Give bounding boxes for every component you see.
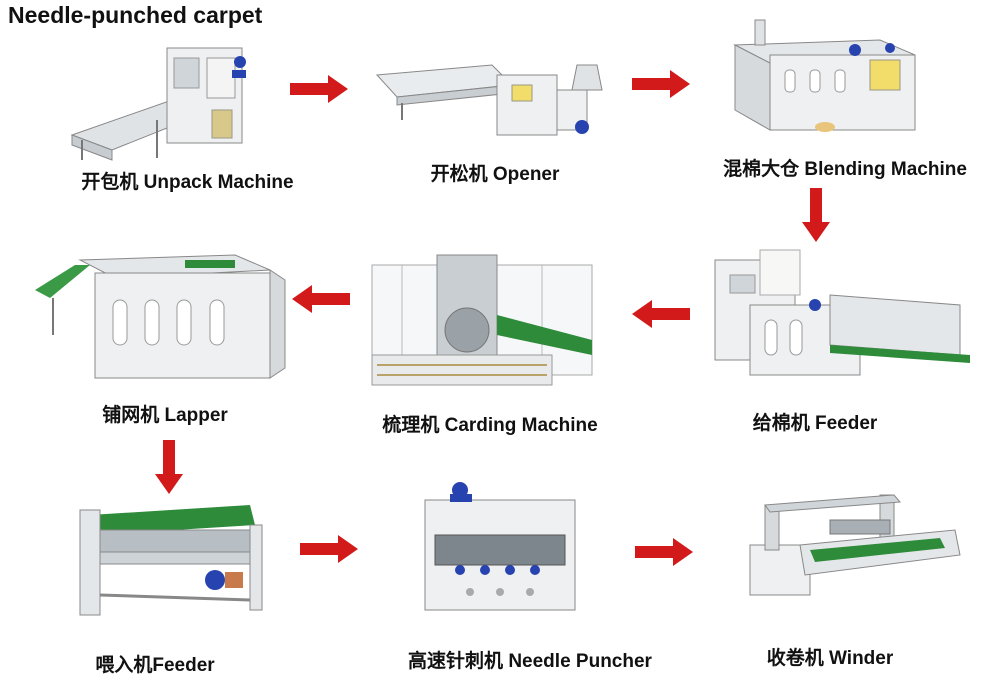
feeder-image [710,245,975,385]
arrow-right-icon [632,70,692,98]
blending-machine-image [730,15,945,145]
blending-machine-label: 混棉大仓 Blending Machine [723,159,967,180]
arrow-right-icon [290,75,350,103]
arrow-right-icon [635,538,695,566]
infeed-feeder-image [60,500,270,625]
arrow-left-icon [632,300,692,328]
lapper-label: 铺网机 Lapper [102,405,228,426]
needle-puncher-label: 高速针刺机 Needle Puncher [408,651,652,672]
arrow-right-icon [300,535,360,563]
page-title: Needle-punched carpet [8,2,263,28]
arrow-left-icon [292,285,352,313]
opener-label: 开松机 Opener [430,164,560,185]
arrow-down-icon [802,188,830,243]
carding-machine-label: 梳理机 Carding Machine [382,415,598,436]
winder-image [740,490,970,610]
winder-label: 收卷机 Winder [766,648,894,669]
needle-puncher-image [415,480,585,615]
carding-machine-image [362,245,612,400]
unpack-machine-image [62,40,297,165]
infeed-feeder-label: 喂入机Feeder [95,655,215,676]
unpack-machine-label: 开包机 Unpack Machine [81,172,294,193]
feeder-label: 给棉机 Feeder [752,413,878,434]
opener-image [372,45,622,155]
arrow-down-icon [155,440,183,495]
lapper-image [35,240,295,390]
